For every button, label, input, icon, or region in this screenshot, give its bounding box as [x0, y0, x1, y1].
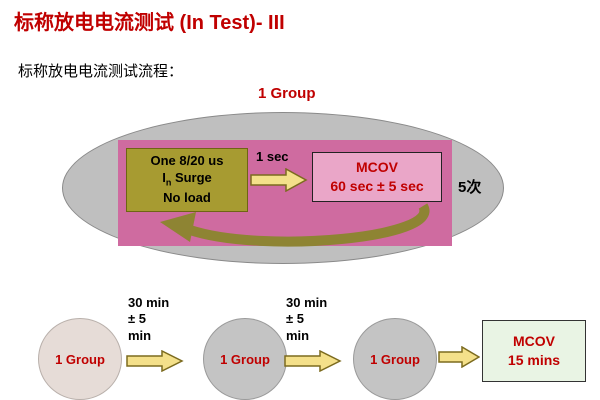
cycles-label: 5次	[458, 179, 482, 196]
mcov-60sec-line1: MCOV	[356, 159, 398, 176]
surge-box-line3: No load	[163, 189, 211, 205]
interval-1-line1: 30 min	[128, 295, 170, 310]
interval-1-line2: ± 5	[128, 311, 146, 327]
surge-word: Surge	[171, 170, 212, 186]
interval-2-line1: 30 min	[286, 295, 328, 310]
mcov-60sec-box: MCOV 60 sec ± 5 sec	[312, 152, 442, 202]
interval-2-line3: min	[286, 327, 310, 343]
surge-box-line1: One 8/20 us	[150, 153, 224, 169]
page-title: 标称放电电流测试 (In Test)- III	[14, 12, 285, 34]
arrow-right-icon	[284, 350, 342, 372]
arrow-right-icon	[438, 346, 480, 368]
interval-label-2: 30 min ± 5 min	[286, 295, 327, 344]
group-circle-3-label: 1 Group	[370, 351, 420, 367]
mcov-15min-line2: 15 mins	[507, 352, 561, 368]
one-sec-label: 1 sec	[256, 149, 289, 164]
surge-box-line2: In Surge	[127, 170, 247, 189]
arrow-right-icon	[126, 350, 184, 372]
arrow-right-icon	[250, 168, 308, 192]
group-circle-1-label: 1 Group	[55, 351, 105, 367]
group-circle-2: 1 Group	[203, 318, 287, 400]
group-circle-2-label: 1 Group	[220, 351, 270, 367]
current-symbol: I	[162, 170, 166, 186]
mcov-60sec-line2: 60 sec ± 5 sec	[330, 178, 424, 194]
current-subscript: n	[165, 177, 172, 188]
interval-1-line3: min	[128, 327, 152, 343]
interval-2-line2: ± 5	[286, 311, 304, 327]
group-circle-3: 1 Group	[353, 318, 437, 400]
mcov-15min-box: MCOV 15 mins	[482, 320, 586, 382]
mcov-15min-line1: MCOV	[513, 333, 555, 350]
slide-subtitle: 标称放电电流测试流程：	[18, 63, 184, 80]
loop-arrow-icon	[160, 203, 430, 247]
surge-box: One 8/20 us In Surge No load	[126, 148, 248, 212]
interval-label-1: 30 min ± 5 min	[128, 295, 169, 344]
group-top-label: 1 Group	[258, 85, 316, 102]
group-circle-1: 1 Group	[38, 318, 122, 400]
